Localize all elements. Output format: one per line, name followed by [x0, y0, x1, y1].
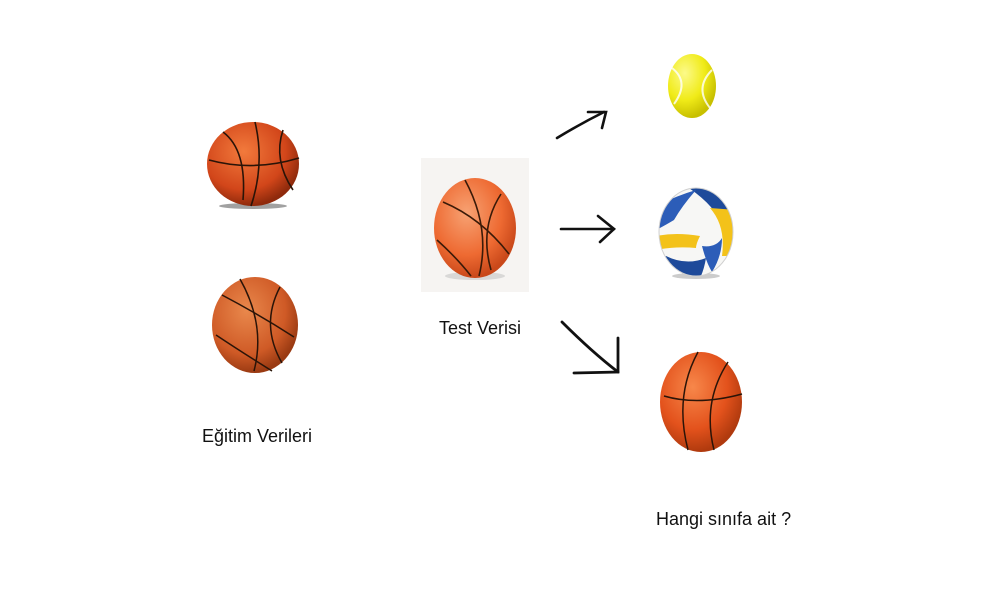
arrow-right-icon: [559, 214, 616, 244]
basketball-icon: [660, 351, 743, 452]
candidate-volleyball: [656, 186, 736, 282]
volleyball-icon: [658, 187, 734, 279]
test-ball: [421, 158, 529, 292]
tennis-ball-icon: [668, 54, 716, 118]
test-data-label: Test Verisi: [439, 318, 522, 338]
arrow-up-right-icon: [555, 110, 608, 140]
training-data-label: Eğitim Verileri: [202, 426, 313, 446]
training-ball-1: [203, 120, 303, 212]
candidate-basketball: [658, 346, 744, 454]
basketball-icon: [434, 178, 516, 280]
basketball-icon: [212, 277, 298, 373]
candidate-tennis-ball: [666, 52, 718, 120]
arrow-down-right-icon: [560, 320, 620, 375]
training-ball-2: [210, 275, 300, 375]
basketball-icon: [207, 121, 300, 209]
question-label: Hangi sınıfa ait ?: [656, 509, 792, 529]
